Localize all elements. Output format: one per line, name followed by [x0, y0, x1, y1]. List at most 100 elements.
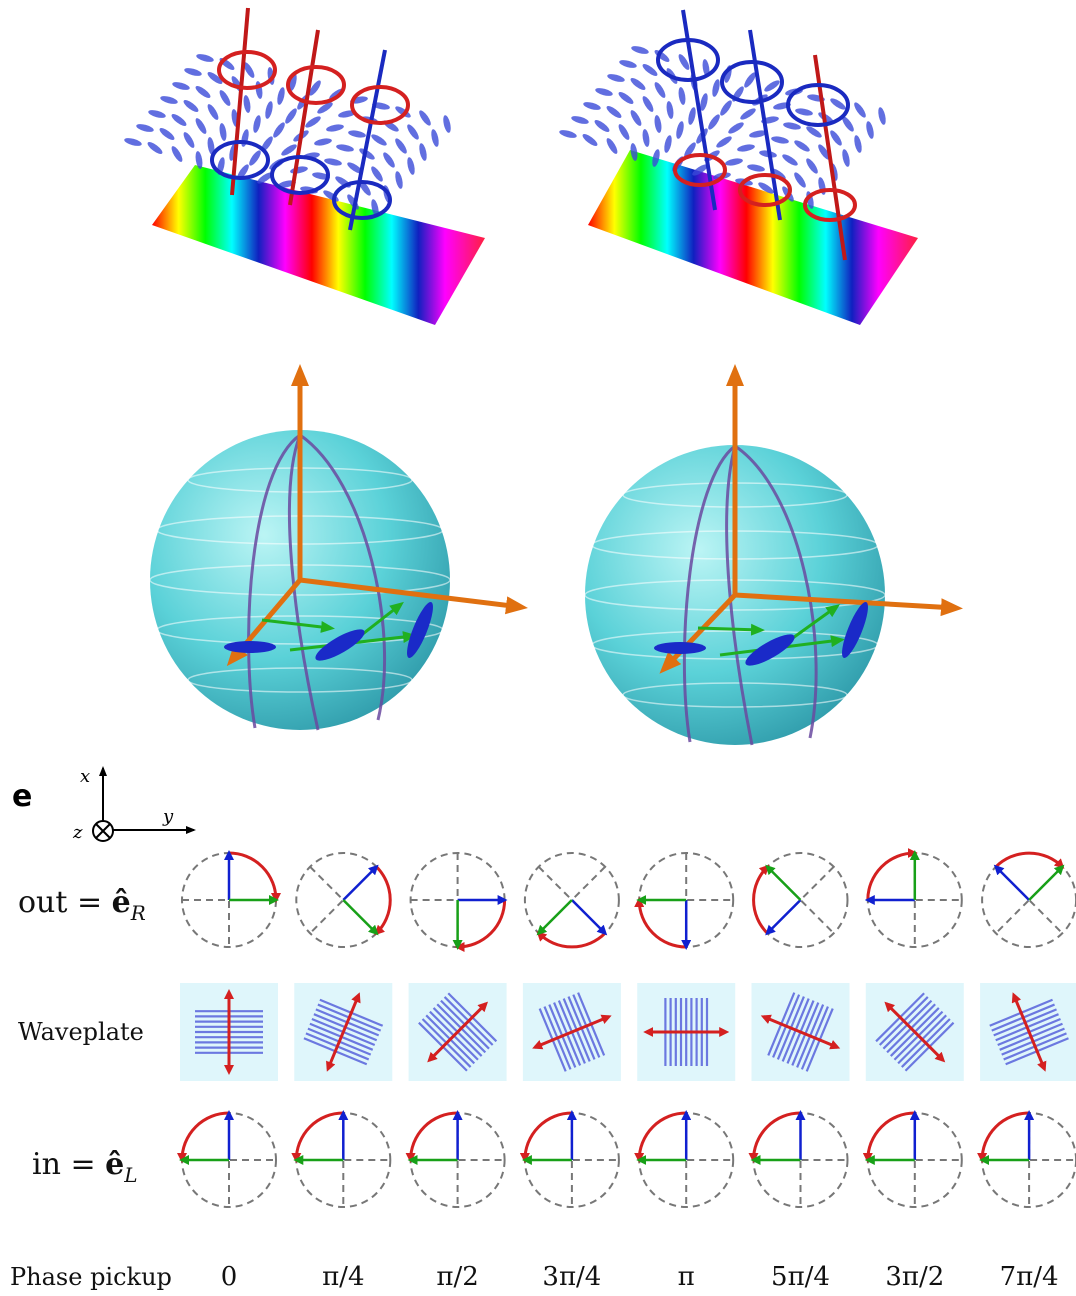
- lc-ellipse: [171, 114, 187, 126]
- lc-ellipse: [708, 114, 720, 130]
- lc-ellipse: [854, 102, 866, 118]
- lc-ellipse: [712, 79, 720, 97]
- lc-ellipse: [664, 135, 672, 153]
- out-blue-vector: [765, 899, 802, 936]
- waveplate-cell: [637, 983, 736, 1081]
- lc-ellipse: [794, 140, 810, 152]
- phase-value: 5π/4: [771, 1262, 830, 1292]
- in-polarization-row: [177, 1110, 1076, 1208]
- lc-ellipse: [866, 121, 874, 139]
- lc-ellipse: [309, 80, 321, 96]
- waveplate-cell: [751, 983, 850, 1081]
- out-rotation-arc: [752, 864, 770, 935]
- out-polarization-diagram: [409, 852, 508, 952]
- lc-ellipse: [702, 59, 710, 77]
- lc-ellipse: [594, 120, 610, 132]
- lc-ellipse: [795, 108, 813, 116]
- lc-ellipse: [630, 143, 638, 161]
- lc-ellipse: [619, 60, 637, 68]
- phase-value: 3π/4: [542, 1262, 601, 1292]
- lc-ellipse: [720, 100, 732, 116]
- lc-ellipse: [678, 87, 686, 105]
- lc-ellipse: [407, 157, 415, 175]
- lc-ellipse: [285, 108, 297, 124]
- in-polarization-diagram: [405, 1110, 506, 1208]
- out-rotation-arc: [228, 851, 281, 903]
- lc-ellipse: [595, 88, 613, 96]
- in-polarization-diagram: [519, 1110, 620, 1208]
- lc-ellipse: [324, 158, 342, 166]
- phase-value: 0: [221, 1262, 238, 1292]
- out-green-vector: [765, 864, 802, 901]
- out-rotation-arc: [374, 865, 392, 936]
- out-polarization-diagram: [981, 851, 1076, 948]
- phase-value: π: [678, 1262, 695, 1292]
- out-blue-vector: [993, 864, 1030, 901]
- lc-ellipse: [842, 116, 854, 132]
- in-rotation-arc: [977, 1111, 1030, 1163]
- out-blue-vector: [342, 864, 379, 901]
- out-polarization-diagram: [523, 852, 620, 949]
- lc-ellipse: [372, 102, 390, 110]
- metasurface-right: [559, 9, 918, 325]
- lc-ellipse: [314, 138, 332, 146]
- lc-ellipse: [184, 68, 202, 76]
- out-blue-vector: [571, 899, 608, 936]
- lc-ellipse: [290, 166, 308, 174]
- lc-ellipse: [583, 102, 601, 110]
- lc-ellipse: [443, 115, 451, 133]
- lc-ellipse: [764, 80, 780, 92]
- metasurface-left: [124, 7, 485, 325]
- panel-letter: e: [12, 779, 32, 814]
- lc-ellipse: [336, 144, 354, 152]
- lc-ellipse: [407, 124, 419, 140]
- waveplate-cell: [980, 983, 1076, 1081]
- lc-ellipse: [728, 122, 744, 134]
- lc-ellipse: [347, 162, 363, 174]
- lc-ellipse: [281, 144, 297, 156]
- in-polarization-diagram: [748, 1110, 849, 1208]
- in-rotation-arc: [177, 1111, 230, 1163]
- lc-ellipse: [207, 137, 215, 155]
- optic-axis-arrow: [427, 1001, 489, 1063]
- out-rotation-arc: [994, 851, 1065, 869]
- lc-ellipse: [606, 138, 618, 154]
- lc-ellipse: [642, 96, 654, 112]
- lc-ellipse: [606, 106, 622, 118]
- lc-ellipse: [744, 72, 756, 88]
- lc-ellipse: [688, 107, 696, 125]
- lc-ellipse: [630, 78, 646, 90]
- lc-ellipse: [196, 54, 214, 62]
- poincare-sphere-right: [584, 364, 963, 746]
- lc-ellipse: [249, 150, 261, 166]
- in-polarization-diagram: [291, 1110, 392, 1208]
- lc-ellipse: [806, 158, 818, 174]
- lc-ellipse: [654, 82, 666, 98]
- in-rotation-arc: [634, 1111, 687, 1163]
- lc-ellipse: [243, 62, 255, 78]
- out-polarization-row: [181, 848, 1076, 952]
- optic-axis-arrow: [326, 992, 361, 1072]
- lc-ellipse: [395, 171, 403, 189]
- out-polarization-diagram: [752, 852, 849, 948]
- in-polarization-diagram: [634, 1110, 735, 1208]
- poincare-sphere-left: [149, 364, 528, 731]
- optic-axis-arrow: [1011, 992, 1047, 1072]
- lc-ellipse: [642, 129, 650, 147]
- waveplate-cell: [180, 983, 278, 1081]
- lc-ellipse: [878, 107, 886, 125]
- lc-ellipse: [631, 46, 649, 54]
- lc-ellipse: [618, 92, 634, 104]
- lc-ellipse: [253, 115, 261, 133]
- optic-axis-arrow: [760, 1014, 841, 1050]
- lc-ellipse: [559, 130, 577, 138]
- lc-ellipse: [782, 154, 798, 166]
- lc-ellipse: [359, 180, 371, 196]
- lc-ellipse: [607, 74, 625, 82]
- phase-pickup-label: Phase pickup: [10, 1263, 172, 1291]
- lc-ellipse: [654, 115, 662, 133]
- in-rotation-arc: [291, 1111, 344, 1163]
- lc-ellipse: [219, 90, 231, 106]
- lc-ellipse: [338, 110, 356, 118]
